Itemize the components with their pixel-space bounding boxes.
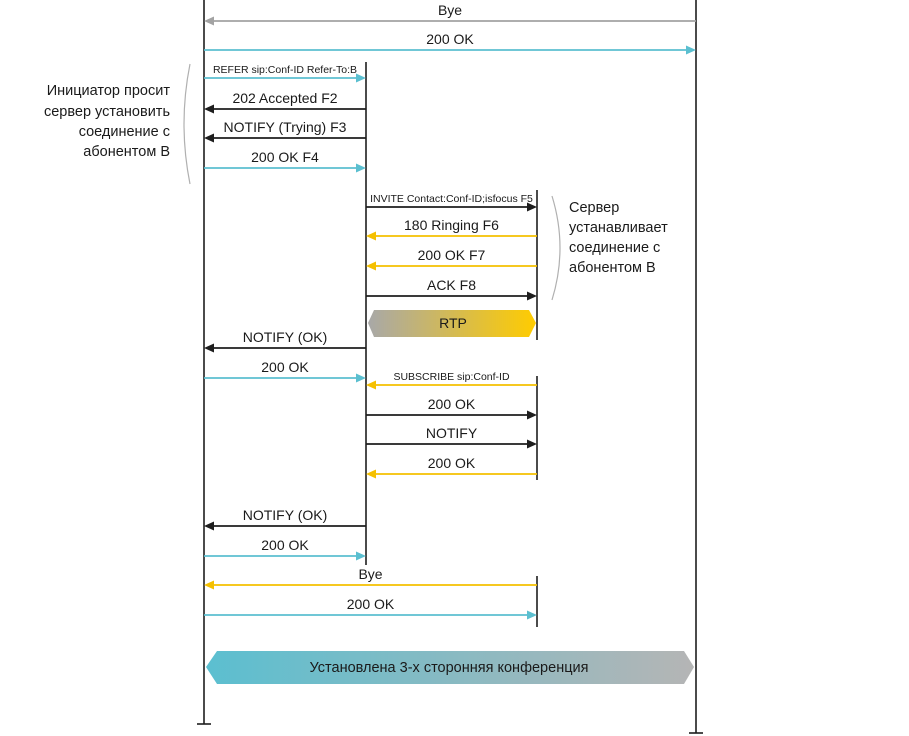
message-label: 200 OK F7 — [418, 247, 486, 263]
arrowhead-icon — [204, 343, 214, 353]
lifelines — [197, 0, 703, 734]
arrowhead-icon — [527, 202, 537, 212]
message-notify-c: NOTIFY — [366, 425, 537, 449]
message-notify-ok-1: NOTIFY (OK) — [204, 329, 366, 353]
message-label: NOTIFY (OK) — [243, 329, 328, 345]
message-ok-notify-1: 200 OK — [204, 359, 366, 383]
arrowhead-icon — [527, 610, 537, 620]
note-left-bracket — [183, 63, 191, 185]
arrowhead-icon — [204, 521, 214, 531]
rtp-label: RTP — [439, 315, 467, 331]
message-ok-bottom: 200 OK — [204, 596, 537, 620]
note-left-line-1: Инициатор просит — [47, 83, 171, 99]
note-right: Сервер устанавливает соединение с абонен… — [551, 195, 668, 301]
note-right-bracket — [551, 195, 561, 301]
conference-band — [206, 651, 694, 684]
arrowhead-icon — [527, 410, 537, 420]
message-ringing-f6: 180 Ringing F6 — [366, 217, 537, 241]
note-left: Инициатор просит сервер установить соеди… — [44, 63, 191, 185]
arrowhead-icon — [204, 16, 214, 26]
message-label: SUBSCRIBE sip:Conf-ID — [393, 371, 510, 383]
message-label: NOTIFY (Trying) F3 — [224, 119, 347, 135]
rtp-stream: RTP — [368, 310, 536, 337]
message-ok-f4: 200 OK F4 — [204, 149, 366, 173]
conference-banner: Установлена 3-х сторонняя конференция — [206, 651, 694, 684]
arrowhead-icon — [686, 45, 696, 55]
message-ok-notify-c: 200 OK — [366, 455, 537, 479]
note-right-line-1: Сервер — [569, 200, 619, 216]
message-label: 200 OK — [347, 596, 395, 612]
arrowhead-icon — [204, 104, 214, 114]
message-ok-top: 200 OK — [204, 31, 696, 55]
message-label: NOTIFY (OK) — [243, 507, 328, 523]
arrowhead-icon — [356, 163, 366, 173]
arrowhead-icon — [356, 551, 366, 561]
note-right-line-3: соединение с — [569, 240, 660, 256]
arrowhead-icon — [366, 261, 376, 271]
message-label: 200 OK F4 — [251, 149, 319, 165]
note-left-line-2: сервер установить — [44, 104, 170, 120]
message-label: INVITE Contact:Conf-ID;isfocus F5 — [370, 193, 533, 205]
message-ok-subscribe: 200 OK — [366, 396, 537, 420]
arrowhead-icon — [204, 133, 214, 143]
message-label: 200 OK — [426, 31, 474, 47]
message-label: 200 OK — [428, 396, 476, 412]
rtp-band — [368, 310, 536, 337]
arrowhead-icon — [204, 580, 214, 590]
message-ok-notify-2: 200 OK — [204, 537, 366, 561]
note-right-line-4: абонентом В — [569, 260, 656, 276]
message-label: Bye — [438, 2, 462, 18]
message-subscribe: SUBSCRIBE sip:Conf-ID — [366, 371, 537, 390]
message-accepted-f2: 202 Accepted F2 — [204, 90, 366, 114]
message-label: 200 OK — [261, 537, 309, 553]
message-label: REFER sip:Conf-ID Refer-To:B — [213, 64, 357, 76]
message-label: 200 OK — [428, 455, 476, 471]
conference-label: Установлена 3-х сторонняя конференция — [310, 660, 589, 676]
message-ack-f8: ACK F8 — [366, 277, 537, 301]
message-notify-ok-2: NOTIFY (OK) — [204, 507, 366, 531]
messages: Bye 200 OK REFER sip:Conf-ID Refer-To:B 202… — [204, 2, 696, 620]
message-ok-f7: 200 OK F7 — [366, 247, 537, 271]
arrowhead-icon — [356, 73, 366, 83]
message-label: 180 Ringing F6 — [404, 217, 499, 233]
note-left-line-4: абонентом В — [83, 144, 170, 160]
message-bye-top: Bye — [204, 2, 696, 26]
message-label: ACK F8 — [427, 277, 476, 293]
message-label: 202 Accepted F2 — [232, 90, 337, 106]
message-bye-bottom: Bye — [204, 566, 537, 590]
message-label: 200 OK — [261, 359, 309, 375]
message-label: NOTIFY — [426, 425, 478, 441]
message-refer: REFER sip:Conf-ID Refer-To:B — [204, 64, 366, 83]
note-left-line-3: соединение с — [79, 124, 170, 140]
arrowhead-icon — [527, 291, 537, 301]
message-label: Bye — [358, 566, 382, 582]
note-right-line-2: устанавливает — [569, 220, 668, 236]
arrowhead-icon — [527, 439, 537, 449]
arrowhead-icon — [366, 380, 376, 390]
message-notify-trying-f3: NOTIFY (Trying) F3 — [204, 119, 366, 143]
arrowhead-icon — [366, 231, 376, 241]
arrowhead-icon — [366, 469, 376, 479]
message-invite-f5: INVITE Contact:Conf-ID;isfocus F5 — [366, 193, 537, 212]
arrowhead-icon — [356, 373, 366, 383]
